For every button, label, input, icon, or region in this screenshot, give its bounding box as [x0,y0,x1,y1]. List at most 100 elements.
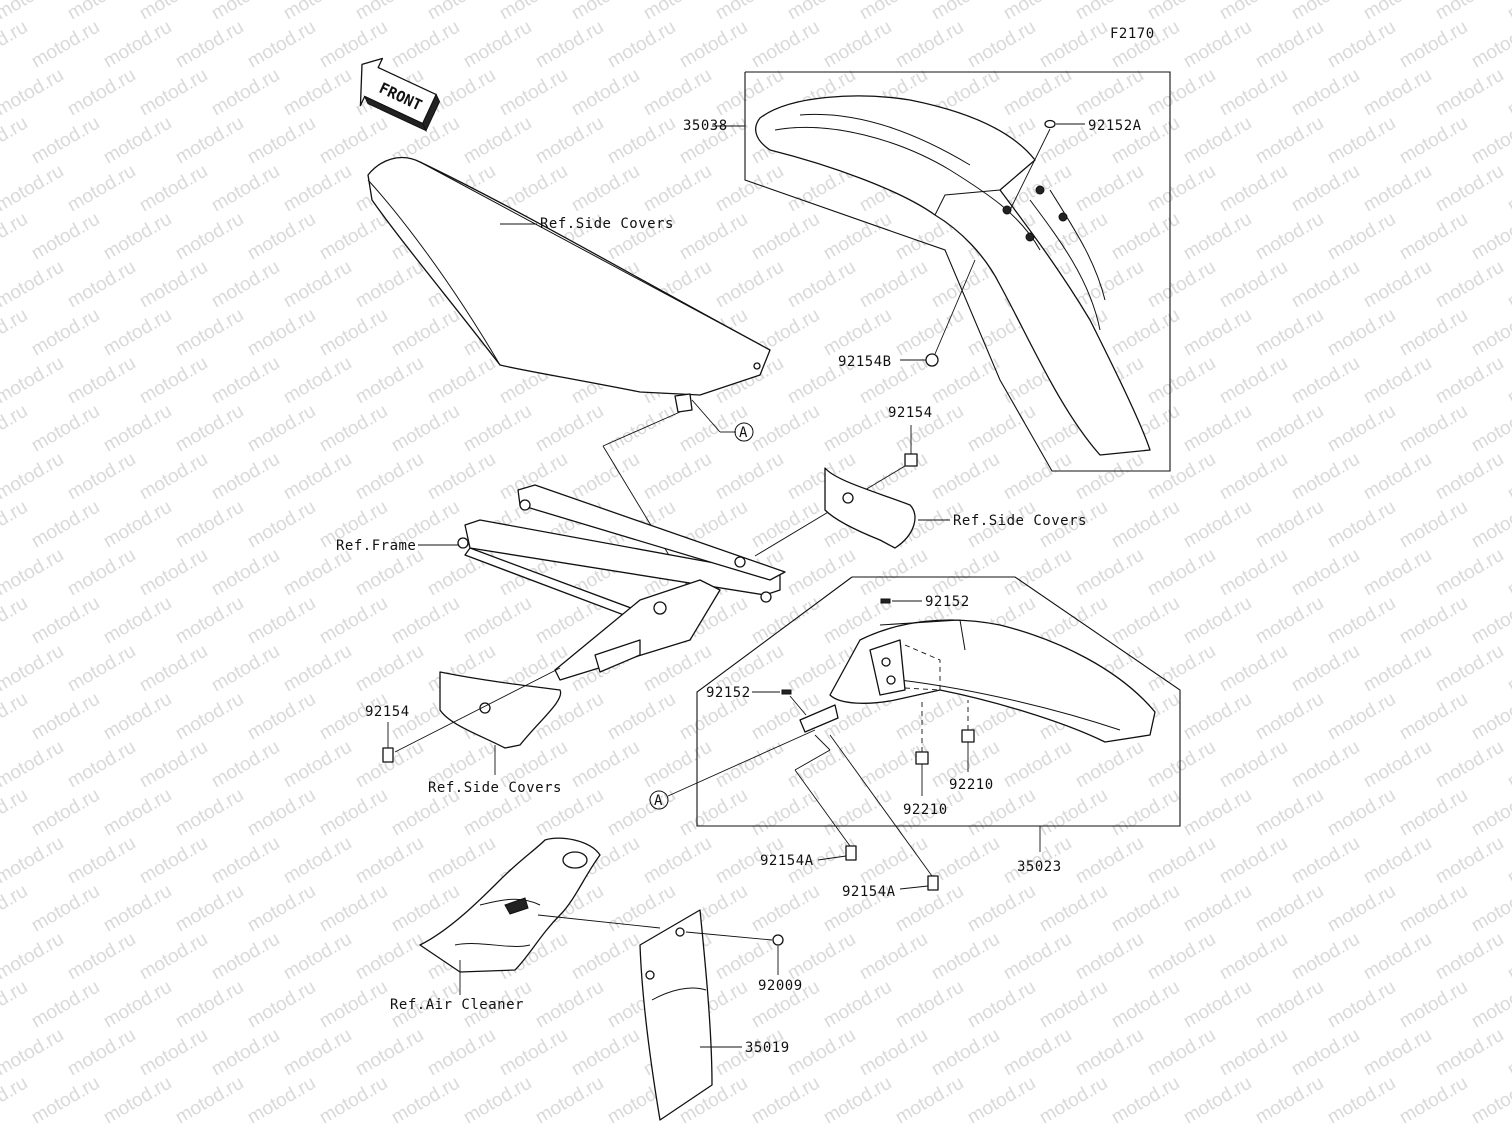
watermark-text: motod.ru [1144,929,1219,985]
watermark-text: motod.ru [0,497,31,553]
nut-92210-left [915,751,929,796]
watermark-text: motod.ru [28,209,103,265]
watermark-text: motod.ru [1144,0,1219,24]
watermark-text: motod.ru [1360,65,1435,121]
watermark-text: motod.ru [172,209,247,265]
watermark-text: motod.ru [1288,641,1363,697]
watermark-text: motod.ru [1108,593,1183,649]
watermark-text: motod.ru [1324,689,1399,745]
watermark-text: motod.ru [280,641,355,697]
watermark-text: motod.ru [1000,929,1075,985]
watermark-text: motod.ru [1288,65,1363,121]
watermark-text: motod.ru [568,0,643,24]
watermark-text: motod.ru [1504,65,1512,121]
watermark-text: motod.ru [1504,545,1512,601]
watermark-text: motod.ru [0,65,67,121]
label-92154A-1: 92154A [760,853,814,869]
watermark-text: motod.ru [1108,497,1183,553]
watermark-text: motod.ru [172,17,247,73]
watermark-text: motod.ru [64,0,139,24]
label-ref-frame: Ref.Frame [336,538,416,554]
watermark-text: motod.ru [1000,737,1075,793]
watermark-text: motod.ru [1036,785,1111,841]
watermark-text: motod.ru [1216,257,1291,313]
watermark-text: motod.ru [136,353,211,409]
watermark-text: motod.ru [64,929,139,985]
label-92154-left: 92154 [365,704,410,720]
seat [367,157,771,413]
watermark-text: motod.ru [640,449,715,505]
watermark-text: motod.ru [1252,593,1327,649]
watermark-text: motod.ru [1396,593,1471,649]
watermark-text: motod.ru [244,497,319,553]
watermark-text: motod.ru [1108,17,1183,73]
watermark-text: motod.ru [1504,833,1512,889]
watermark-text: motod.ru [1072,161,1147,217]
watermark-text: motod.ru [1360,641,1435,697]
watermark-text: motod.ru [1288,833,1363,889]
watermark-text: motod.ru [964,1073,1039,1129]
watermark-text: motod.ru [964,977,1039,1033]
watermark-text: motod.ru [748,593,823,649]
watermark-text: motod.ru [1396,113,1471,169]
watermark-text: motod.ru [748,401,823,457]
watermark-text: motod.ru [568,929,643,985]
label-ref-air-cleaner: Ref.Air Cleaner [390,997,524,1013]
watermark-text: motod.ru [460,17,535,73]
watermark-text: motod.ru [424,449,499,505]
watermark-text: motod.ru [28,977,103,1033]
watermark-text: motod.ru [748,1073,823,1129]
watermark-text: motod.ru [316,785,391,841]
watermark-text: motod.ru [352,449,427,505]
watermark-text: motod.ru [712,161,787,217]
watermark-text: motod.ru [1432,545,1507,601]
watermark-text: motod.ru [1144,353,1219,409]
watermark-text: motod.ru [0,449,67,505]
watermark-text: motod.ru [1468,881,1512,937]
watermark-text: motod.ru [1432,641,1507,697]
watermark-text: motod.ru [1180,785,1255,841]
watermark-text: motod.ru [1324,593,1399,649]
watermark-text: motod.ru [1504,257,1512,313]
watermark-text: motod.ru [316,113,391,169]
label-92152-mid: 92152 [706,685,751,701]
label-92154-top: 92154 [888,405,933,421]
watermark-text: motod.ru [604,689,679,745]
watermark-text: motod.ru [208,65,283,121]
bolt-92154A-1 [794,734,857,861]
watermark-text: motod.ru [280,65,355,121]
watermark-text: motod.ru [712,257,787,313]
rear-fender-group-box [696,576,1181,827]
watermark-text: motod.ru [28,593,103,649]
watermark-text: motod.ru [208,833,283,889]
watermark-text: motod.ru [208,545,283,601]
watermark-text: motod.ru [1000,65,1075,121]
watermark-text: motod.ru [1144,257,1219,313]
watermark-text: motod.ru [172,1073,247,1129]
watermark-text: motod.ru [244,1073,319,1129]
watermark-text: motod.ru [1180,401,1255,457]
watermark-text: motod.ru [1252,305,1327,361]
watermark-text: motod.ru [748,209,823,265]
watermark-text: motod.ru [424,353,499,409]
watermark-text: motod.ru [496,0,571,24]
watermark-text: motod.ru [1072,65,1147,121]
watermark-text: motod.ru [208,449,283,505]
watermark-text: motod.ru [1360,545,1435,601]
watermark-text: motod.ru [1504,1025,1512,1081]
watermark-text: motod.ru [136,161,211,217]
figure-code: F2170 [1110,26,1155,42]
watermark-text: motod.ru [208,161,283,217]
watermark-text: motod.ru [1504,449,1512,505]
watermark-text: motod.ru [1144,449,1219,505]
watermark-text: motod.ru [676,17,751,73]
watermark-text: motod.ru [676,209,751,265]
watermark-text: motod.ru [856,545,931,601]
watermark-text: motod.ru [640,737,715,793]
watermark-text: motod.ru [928,1025,1003,1081]
watermark-text: motod.ru [100,593,175,649]
watermark-text: motod.ru [208,929,283,985]
watermark-text: motod.ru [244,881,319,937]
watermark-text: motod.ru [1288,737,1363,793]
watermark-text: motod.ru [1252,881,1327,937]
